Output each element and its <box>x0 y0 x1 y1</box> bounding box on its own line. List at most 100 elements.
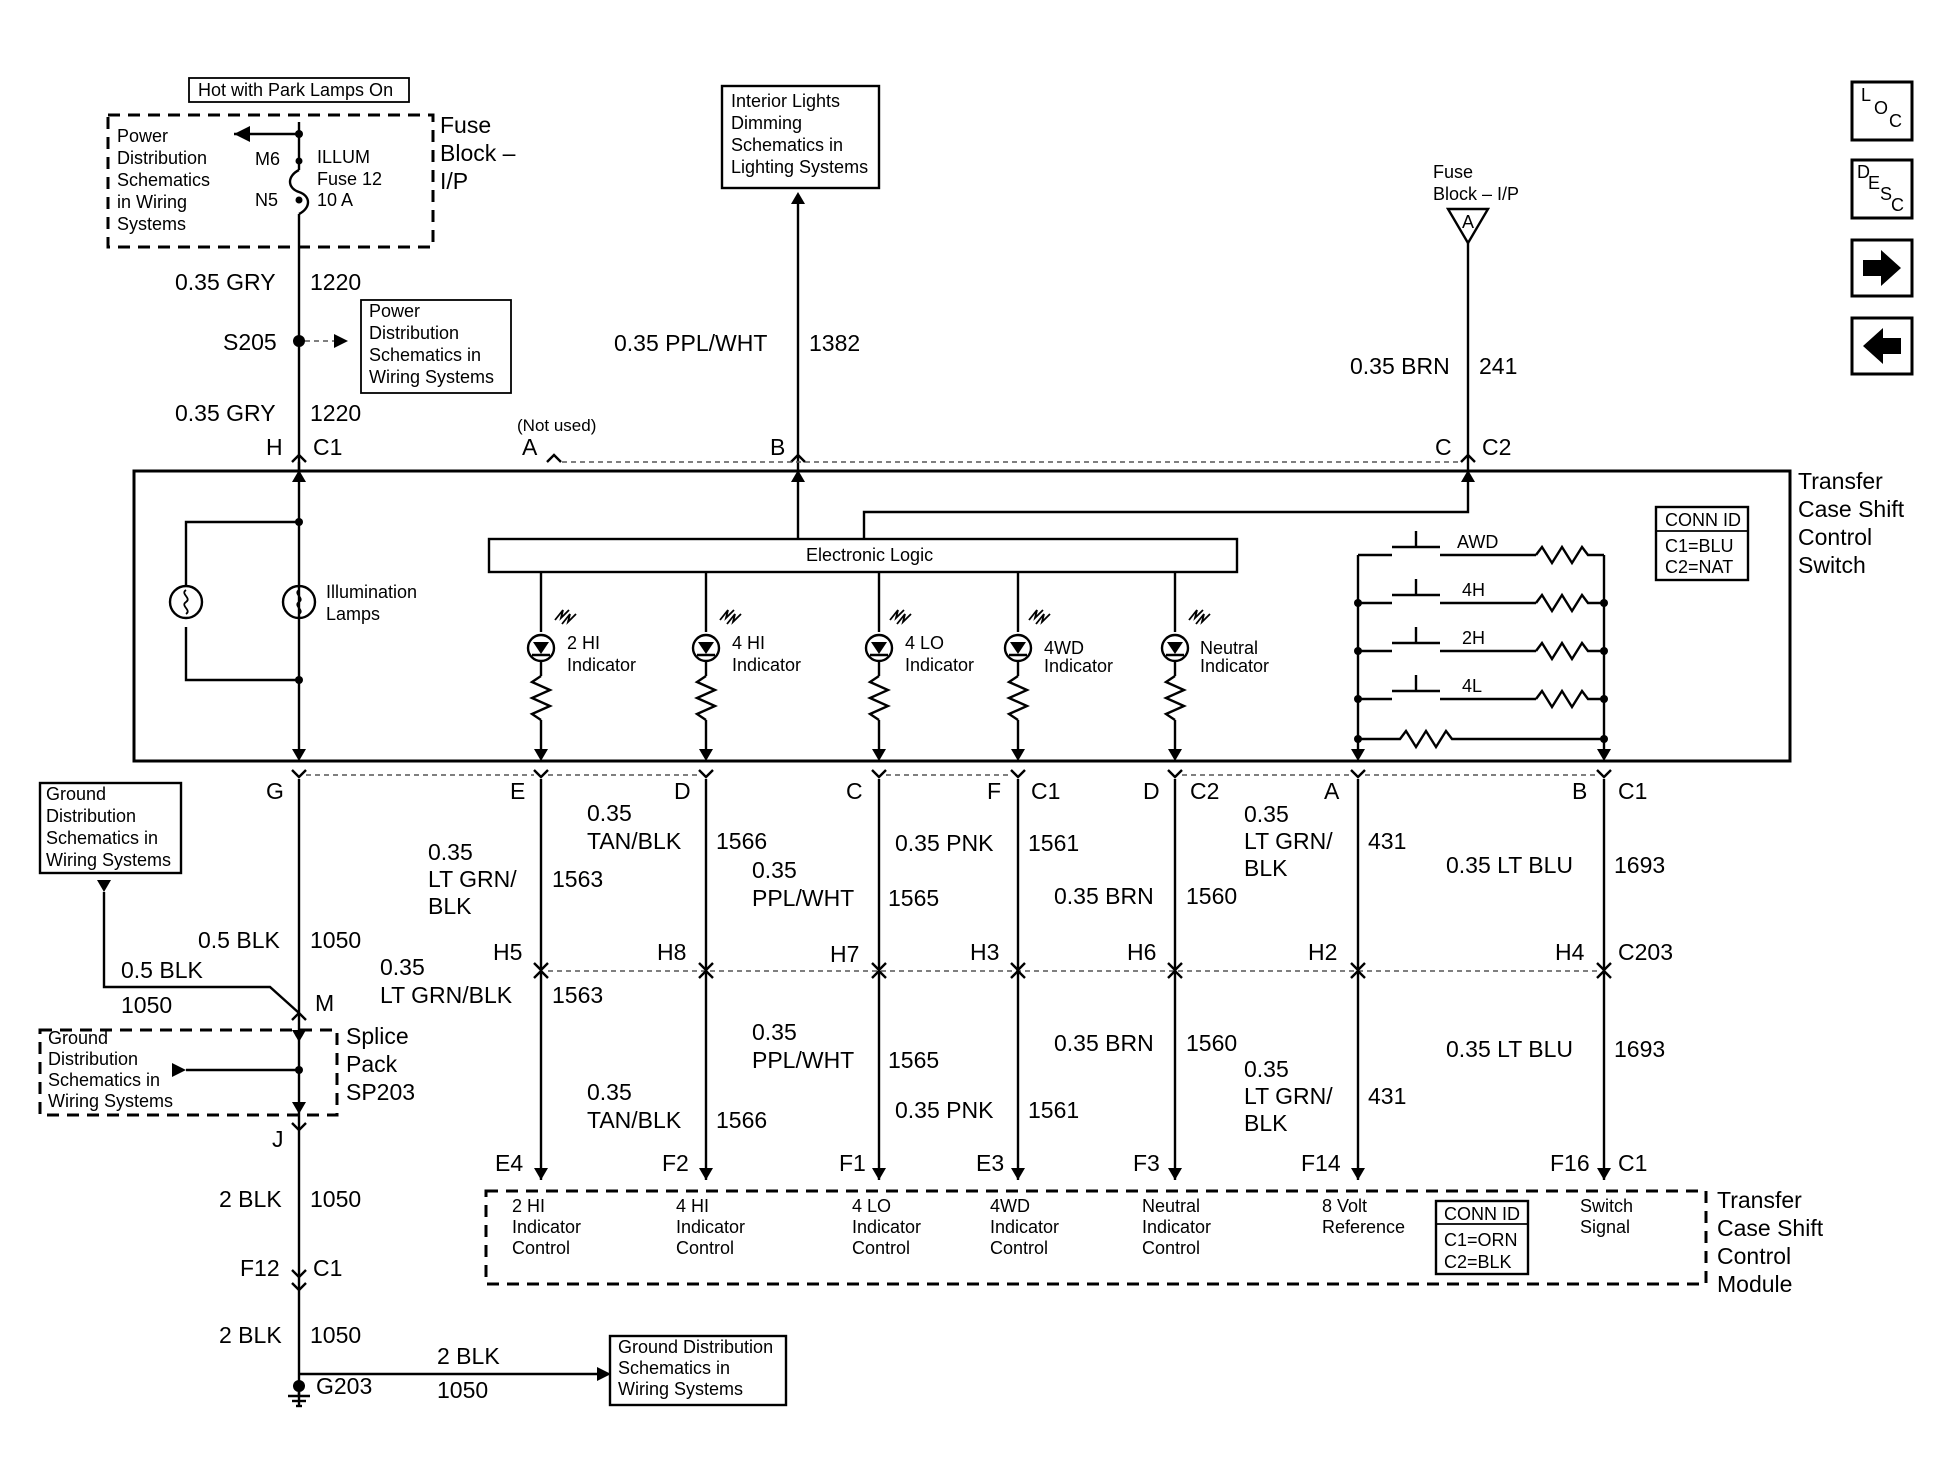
pin-label: G <box>266 778 284 804</box>
indicator-label: Indicator <box>905 655 974 675</box>
connector-label: C1 <box>1618 778 1647 804</box>
led-indicator-neutral <box>1160 572 1211 750</box>
module-pin-label: Indicator <box>1142 1217 1211 1237</box>
ref-text: Wiring Systems <box>618 1379 743 1399</box>
light-rays-icon <box>554 609 570 621</box>
connector-chevron <box>291 453 307 463</box>
connector-chevron <box>291 1122 307 1132</box>
ref-text: Power <box>369 301 420 321</box>
arrow-up-icon <box>292 470 306 482</box>
splice-pack-outline <box>38 1028 339 1117</box>
circuit-number: 1563 <box>552 866 603 892</box>
circuit-number: 1561 <box>1028 1097 1079 1123</box>
ground-dist-ref-3[interactable] <box>608 1334 788 1407</box>
module-title: Control <box>1717 1243 1791 1269</box>
fuse-pin-a: A <box>1462 212 1474 232</box>
fuse-pin-m6: M6 <box>255 149 280 169</box>
ground-dist-ref-1[interactable] <box>38 781 183 875</box>
module-pin-label: 4 HI <box>676 1196 709 1216</box>
indicator-label: Indicator <box>1200 656 1269 676</box>
wire-label: 0.35 LT BLU <box>1446 852 1573 878</box>
position-label: AWD <box>1457 532 1498 552</box>
light-rays-icon <box>889 609 905 621</box>
wire-label: 0.35 BRN <box>1054 1030 1154 1056</box>
ref-text: Schematics in <box>369 345 481 365</box>
desc-letter: E <box>1868 173 1880 193</box>
fuse-block-ip-label: Fuse <box>1433 162 1473 182</box>
position-label: 2H <box>1462 628 1485 648</box>
internal-wire <box>862 482 1470 539</box>
circuit-number: 241 <box>1479 353 1517 379</box>
power-distribution-ref-1[interactable]: Power Distribution Schematics in Wiring … <box>117 126 210 234</box>
pin-label: E4 <box>495 1150 523 1176</box>
connector-pin: F12 <box>240 1255 280 1281</box>
wire-label: 0.35 LT BLU <box>1446 1036 1573 1062</box>
ref-text: Wiring Systems <box>369 367 494 387</box>
module-pin-label: Switch <box>1580 1196 1633 1216</box>
fuse-terminal <box>295 157 303 165</box>
led-indicator-4hi <box>691 572 742 750</box>
ref-text: Wiring Systems <box>46 850 171 870</box>
pin-label: B <box>1572 778 1587 804</box>
module-pin-label: Signal <box>1580 1217 1630 1237</box>
wire-label: 0.35 PNK <box>895 1097 994 1123</box>
connector-chevron <box>790 453 806 463</box>
connector-chevron <box>546 453 562 463</box>
pin-a: A <box>522 434 538 460</box>
fuse-icon <box>288 168 310 216</box>
fuse-terminal <box>295 196 303 204</box>
pin-label: H3 <box>970 939 999 965</box>
fuse-info: 10 A <box>317 190 353 210</box>
indicator-label: Indicator <box>732 655 801 675</box>
ground-dist-ref-2[interactable]: Ground Distribution Schematics in Wiring… <box>48 1028 173 1111</box>
pin-j: J <box>272 1126 284 1152</box>
circuit-number: 1693 <box>1614 852 1665 878</box>
module-pin-label: Indicator <box>676 1217 745 1237</box>
ref-text: Dimming <box>731 113 802 133</box>
ref-text: Interior Lights <box>731 91 840 111</box>
module-pin-label: Reference <box>1322 1217 1405 1237</box>
interior-lights-ref[interactable] <box>720 84 881 190</box>
pin-label: A <box>1324 778 1340 804</box>
splice-s205: S205 <box>223 329 277 355</box>
next-button[interactable] <box>1850 238 1914 298</box>
fuse-block-outline <box>106 113 435 249</box>
loc-button[interactable]: L O C <box>1850 80 1914 142</box>
wire-label: 0.5 BLK <box>198 927 280 953</box>
desc-button[interactable]: D E S C <box>1850 158 1914 220</box>
ref-text: Schematics in <box>618 1358 730 1378</box>
module-title: Transfer <box>1717 1187 1802 1213</box>
ref-text: Lighting Systems <box>731 157 868 177</box>
circuit-number: 1050 <box>121 992 172 1018</box>
loc-letter: O <box>1874 98 1888 118</box>
wire-label: 0.35 GRY <box>175 269 276 295</box>
switch-title: Control <box>1798 524 1872 550</box>
power-dist-ref-box[interactable] <box>360 299 512 394</box>
wire-label: 0.5 BLK <box>121 957 203 983</box>
splice-dot <box>295 518 303 526</box>
circuit-number: 431 <box>1368 1083 1406 1109</box>
fuse-block-label: I/P <box>440 168 468 194</box>
ref-text: Schematics in <box>48 1070 160 1090</box>
svg-text:Power: Power <box>117 126 168 146</box>
light-rays-icon <box>896 613 912 625</box>
indicator-label: Neutral <box>1200 638 1258 658</box>
connector-label: C1 <box>1031 778 1060 804</box>
wire-size: 0.35 <box>752 857 797 883</box>
indicator-label: 4 HI <box>732 633 765 653</box>
connector-c1: C1 <box>313 434 342 460</box>
ref-text: Wiring Systems <box>48 1091 173 1111</box>
pin-label: H4 <box>1555 939 1585 965</box>
light-rays-icon <box>1188 609 1204 621</box>
led-indicator-4wd <box>1003 572 1051 750</box>
svg-text:Schematics: Schematics <box>117 170 210 190</box>
pin-label: F1 <box>839 1150 866 1176</box>
loc-letter: C <box>1889 111 1902 131</box>
illumination-label: Illumination <box>326 582 417 602</box>
pin-label: F <box>987 778 1001 804</box>
svg-text:Systems: Systems <box>117 214 186 234</box>
pin-label: F16 <box>1550 1150 1590 1176</box>
connector-chevron <box>291 1282 307 1292</box>
back-button[interactable] <box>1850 316 1914 376</box>
splice-pack-label: SP203 <box>346 1079 415 1105</box>
